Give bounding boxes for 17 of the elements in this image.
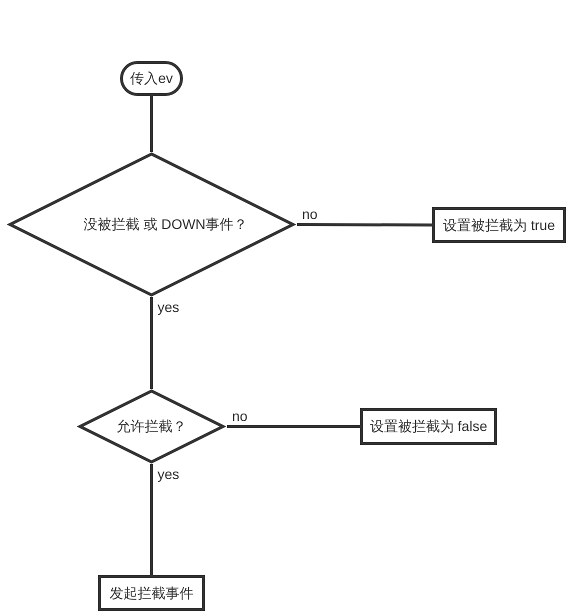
connector-line xyxy=(297,223,432,226)
terminal-label: 传入ev xyxy=(130,70,173,87)
process-label: 设置被拦截为 false xyxy=(370,418,488,435)
process-box xyxy=(98,575,205,611)
process-label: 设置被拦截为 true xyxy=(442,216,555,234)
connector-line xyxy=(227,425,360,428)
process-box xyxy=(360,408,497,445)
process-label: 发起拦截事件 xyxy=(110,584,194,602)
connector-line xyxy=(150,297,153,389)
connector-line xyxy=(150,464,153,575)
decision-label: 允许拦截？ xyxy=(116,418,186,435)
connector-line xyxy=(150,96,153,152)
decision-label: 没被拦截 或 DOWN事件？ xyxy=(83,216,248,233)
decision-diamond xyxy=(6,152,297,297)
decision-diamond xyxy=(76,389,227,464)
start-terminal xyxy=(120,61,183,96)
process-box xyxy=(432,207,566,243)
